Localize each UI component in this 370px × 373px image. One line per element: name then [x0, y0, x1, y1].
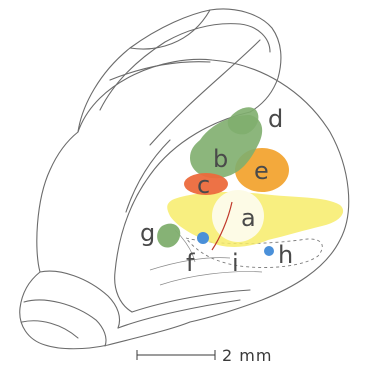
scale-bar: 2 mm — [137, 346, 272, 365]
region-f-blue — [197, 232, 209, 244]
ventral-contour-2 — [160, 272, 262, 285]
label-f: f — [186, 249, 195, 277]
ventral-lobe-3 — [22, 321, 78, 338]
label-b: b — [213, 145, 228, 173]
label-c: c — [197, 171, 210, 199]
ventral-lobe-2 — [24, 300, 106, 346]
label-d: d — [268, 105, 283, 133]
label-e: e — [254, 157, 269, 185]
label-a: a — [241, 204, 256, 232]
region-g-green — [157, 224, 180, 248]
region-a-center — [212, 190, 264, 242]
label-h: h — [278, 241, 293, 269]
ventral-lobe-1 — [40, 271, 120, 328]
scale-bar-label: 2 mm — [222, 346, 272, 365]
label-g: g — [140, 219, 155, 247]
label-i: i — [232, 249, 239, 277]
medial-line — [126, 140, 170, 212]
region-h-blue — [264, 246, 274, 256]
upper-lobe-crease — [130, 10, 210, 49]
